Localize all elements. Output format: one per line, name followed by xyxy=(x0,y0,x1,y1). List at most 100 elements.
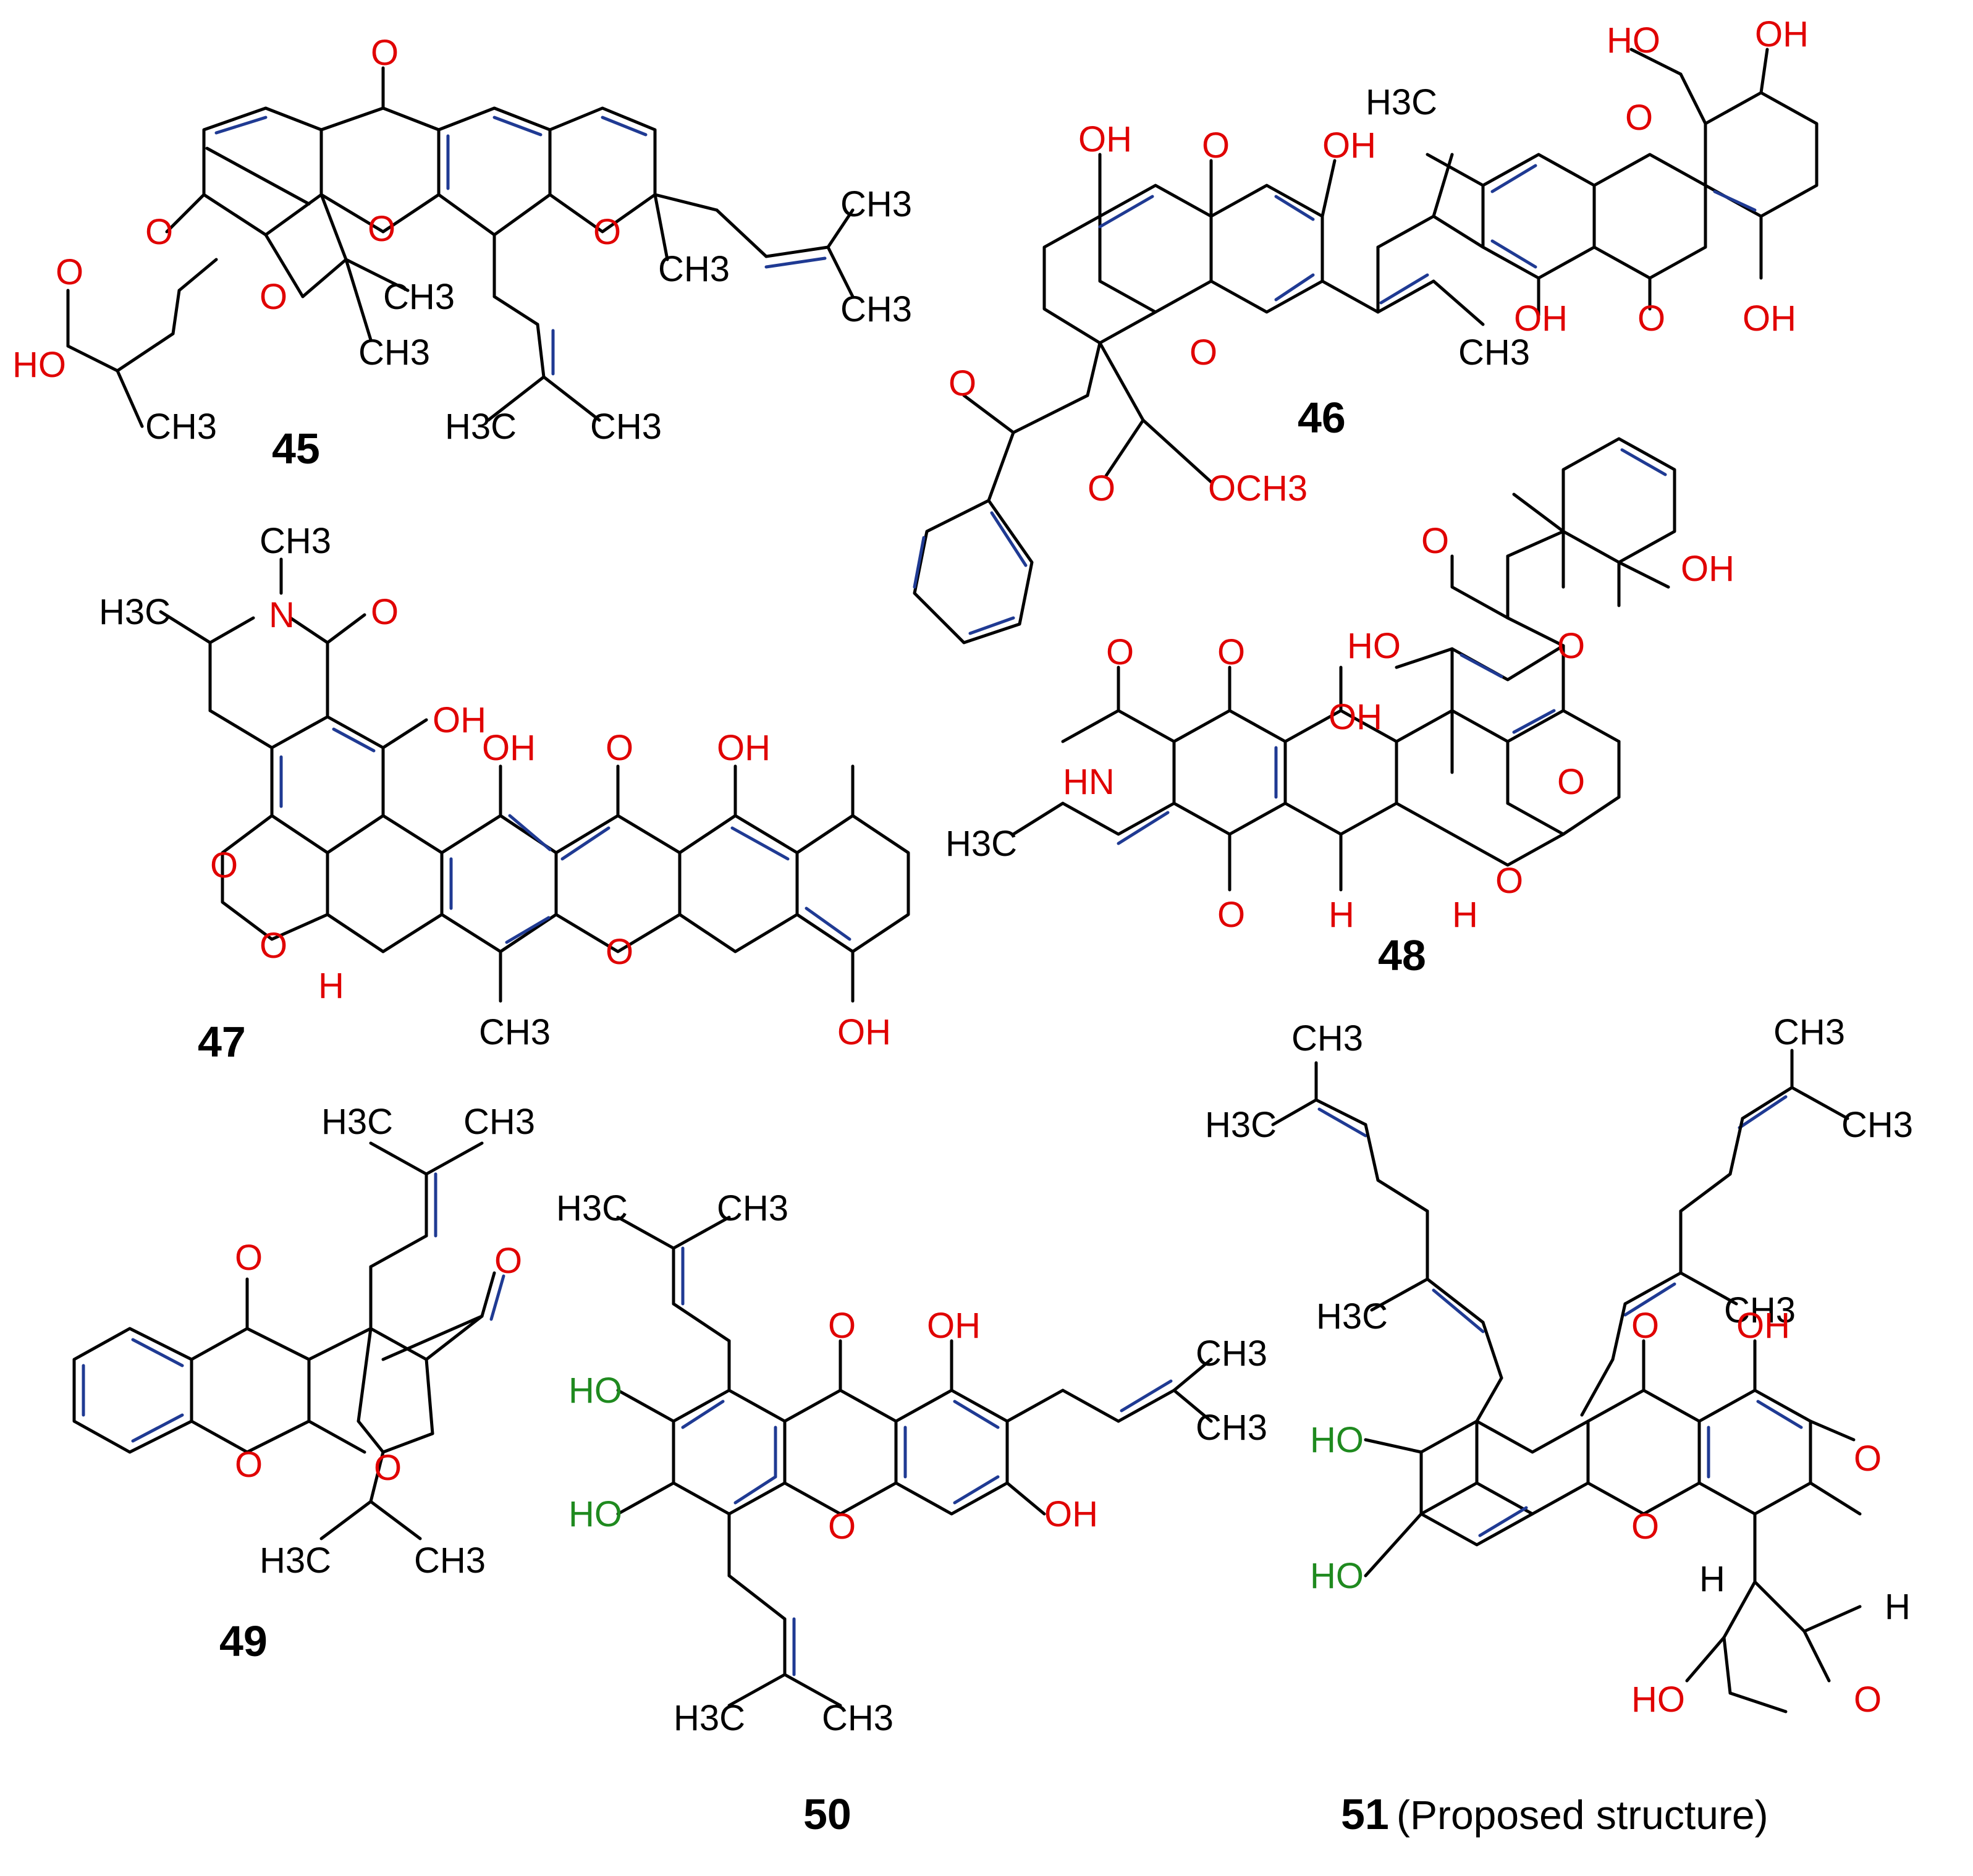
atom-label: O xyxy=(1854,1680,1882,1720)
atom-label: CH3 xyxy=(717,1188,788,1228)
atom-label: H xyxy=(318,966,344,1006)
compound-50-bonds xyxy=(616,1215,1213,1707)
atom-label: O xyxy=(1217,895,1245,935)
atom-label: H xyxy=(1885,1587,1911,1627)
compound-45: O O O O O HO O CH3 CH3 CH3 CH3 CH3 CH3 H… xyxy=(12,33,912,473)
compound-number: 50 xyxy=(803,1790,851,1838)
atom-label: HO xyxy=(568,1371,622,1411)
atom-label: OH xyxy=(1736,1306,1790,1346)
atom-label: HO xyxy=(1347,626,1401,666)
atom-label: O xyxy=(368,209,395,249)
atom-label: H3C xyxy=(99,592,171,632)
atom-label: O xyxy=(374,1448,402,1488)
compound-46-bonds xyxy=(913,48,1819,644)
atom-label: O xyxy=(260,277,287,317)
compound-number: 47 xyxy=(198,1018,246,1066)
compound-51: CH3 H3C CH3 CH3 H3C CH3 O OH HO HO O O H… xyxy=(1205,1012,1913,1838)
atom-label: O xyxy=(235,1445,263,1485)
atom-label: O xyxy=(1495,861,1523,901)
compound-49: H3C CH3 O O O O H3C CH3 49 xyxy=(72,1102,535,1665)
atom-label: CH3 xyxy=(1773,1012,1845,1052)
atom-label: O xyxy=(1637,298,1665,339)
atom-label: OCH3 xyxy=(1208,468,1308,509)
atom-label: O xyxy=(606,728,633,768)
atom-label: HO xyxy=(1310,1556,1364,1596)
atom-label: HO xyxy=(1310,1420,1364,1460)
atom-label: CH3 xyxy=(1196,1333,1267,1374)
atom-label: CH3 xyxy=(1841,1105,1913,1145)
atom-label: CH3 xyxy=(1458,332,1530,373)
atom-label: O xyxy=(1202,125,1230,166)
compound-number: 51 xyxy=(1341,1790,1389,1838)
compound-45-bonds xyxy=(66,66,855,428)
compound-number: 49 xyxy=(219,1617,268,1665)
atom-label: CH3 xyxy=(1724,1290,1796,1330)
atom-label: O xyxy=(1421,521,1449,561)
atom-label: CH3 xyxy=(383,277,455,317)
atom-label: O xyxy=(828,1306,856,1346)
atom-label: OH xyxy=(717,728,771,768)
atom-label: HO xyxy=(1631,1680,1685,1720)
atom-label: O xyxy=(494,1241,522,1281)
atom-label: CH3 xyxy=(822,1698,894,1738)
compound-47-atom-labels: CH3 H3C N O OH OH O OH O O H O CH3 OH xyxy=(99,521,891,1052)
atom-label: H3C xyxy=(321,1102,393,1142)
atom-label: O xyxy=(1557,626,1585,666)
compound-51-bonds xyxy=(1271,1049,1862,1713)
atom-label: CH3 xyxy=(658,249,730,289)
compound-number: 46 xyxy=(1298,394,1346,442)
compound-48: O OH HO O O O OH HN O O H3C O H H 48 xyxy=(945,437,1734,979)
atom-label: CH3 xyxy=(414,1540,486,1581)
compound-51-atom-labels: CH3 H3C CH3 CH3 H3C CH3 O OH HO HO O O H… xyxy=(1205,1012,1913,1720)
atom-label: CH3 xyxy=(260,521,331,561)
compound-49-bonds xyxy=(72,1141,505,1540)
compound-45-atom-labels: O O O O O HO O CH3 CH3 CH3 CH3 CH3 CH3 H… xyxy=(12,33,912,447)
atom-label: O xyxy=(948,363,976,404)
atom-label: HO xyxy=(568,1494,622,1534)
atom-label: H3C xyxy=(945,824,1017,864)
atom-label: OH xyxy=(1743,298,1796,339)
compound-number: 45 xyxy=(272,425,320,473)
compound-48-bonds xyxy=(1012,437,1676,892)
atom-label: OH xyxy=(433,700,486,740)
atom-label: HN xyxy=(1063,762,1115,802)
atom-label: O xyxy=(593,212,621,252)
compound-50-atom-labels: H3C CH3 O OH HO CH3 CH3 HO O OH H3C CH3 xyxy=(556,1188,1267,1738)
atom-label: O xyxy=(1189,332,1217,373)
atom-label: N xyxy=(269,595,295,635)
atom-label: OH xyxy=(837,1012,891,1052)
atom-label: H xyxy=(1452,895,1478,935)
atom-label: O xyxy=(145,212,173,252)
atom-label: H3C xyxy=(674,1698,745,1738)
compound-47: CH3 H3C N O OH OH O OH O O H O CH3 OH 47 xyxy=(99,521,910,1066)
atom-label: O xyxy=(1631,1506,1659,1547)
atom-label: HO xyxy=(12,345,66,385)
atom-label: O xyxy=(371,33,399,73)
atom-label: OH xyxy=(1044,1494,1098,1534)
atom-label: H3C xyxy=(260,1540,331,1581)
atom-label: CH3 xyxy=(1196,1408,1267,1448)
atom-label: OH xyxy=(927,1306,981,1346)
compound-number: 48 xyxy=(1378,931,1426,979)
atom-label: O xyxy=(371,592,399,632)
atom-label: O xyxy=(1088,468,1115,509)
atom-label: HO xyxy=(1607,20,1660,61)
atom-label: CH3 xyxy=(145,407,217,447)
atom-label: O xyxy=(235,1238,263,1278)
atom-label: H3C xyxy=(445,407,517,447)
compound-47-bonds xyxy=(159,557,910,1003)
atom-label: O xyxy=(1854,1439,1882,1479)
atom-label: CH3 xyxy=(358,332,430,373)
compound-50: H3C CH3 O OH HO CH3 CH3 HO O OH H3C CH3 … xyxy=(556,1188,1267,1838)
compound-46-atom-labels: OH O OH H3C O HO OH O CH3 OH O OH O O OC… xyxy=(948,14,1809,509)
atom-label: O xyxy=(1631,1306,1659,1346)
atom-label: O xyxy=(606,932,633,972)
atom-label: OH xyxy=(1514,298,1568,339)
atom-label: CH3 xyxy=(840,289,912,329)
atom-label: O xyxy=(1557,762,1585,802)
atom-label: OH xyxy=(1681,549,1734,589)
atom-label: O xyxy=(1625,98,1653,138)
atom-label: O xyxy=(1106,632,1134,672)
compound-49-atom-labels: H3C CH3 O O O O H3C CH3 xyxy=(235,1102,535,1581)
